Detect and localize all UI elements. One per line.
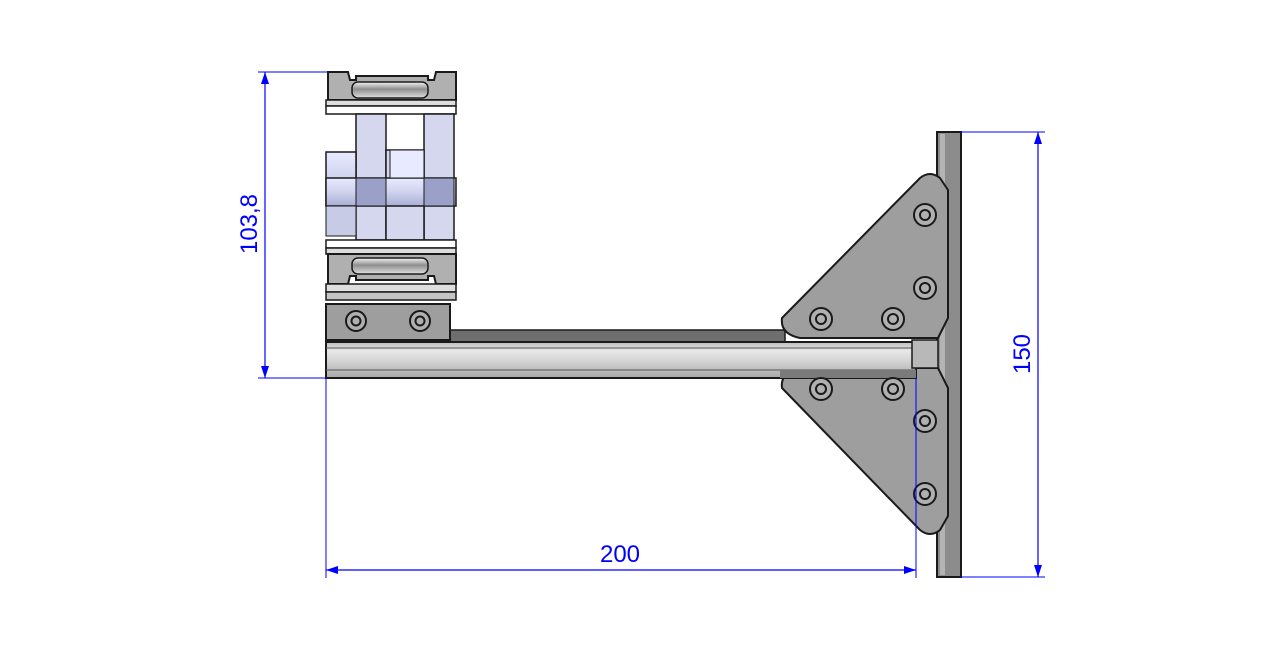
horizontal-beam: [325, 329, 939, 379]
gusset-bolts: [809, 203, 937, 506]
dimension-plate: 150: [961, 131, 1045, 578]
height-dimension-label: 103,8: [236, 194, 263, 254]
bolt: [345, 310, 367, 332]
bolt: [809, 307, 833, 331]
bolt: [881, 377, 905, 401]
bolt: [913, 482, 937, 506]
bolt: [913, 203, 937, 227]
upper-gusset: [780, 173, 949, 339]
bolt: [409, 310, 431, 332]
dimension-width: 200: [325, 378, 917, 578]
bolt: [881, 307, 905, 331]
lower-gusset: [780, 367, 949, 535]
dimension-height: 103,8: [236, 71, 328, 379]
plate-dimension-label: 150: [1009, 334, 1036, 374]
width-dimension-label: 200: [600, 541, 640, 568]
bolt: [809, 377, 833, 401]
roller-carriage: [325, 71, 457, 341]
bolt: [913, 276, 937, 300]
bolt: [913, 409, 937, 433]
